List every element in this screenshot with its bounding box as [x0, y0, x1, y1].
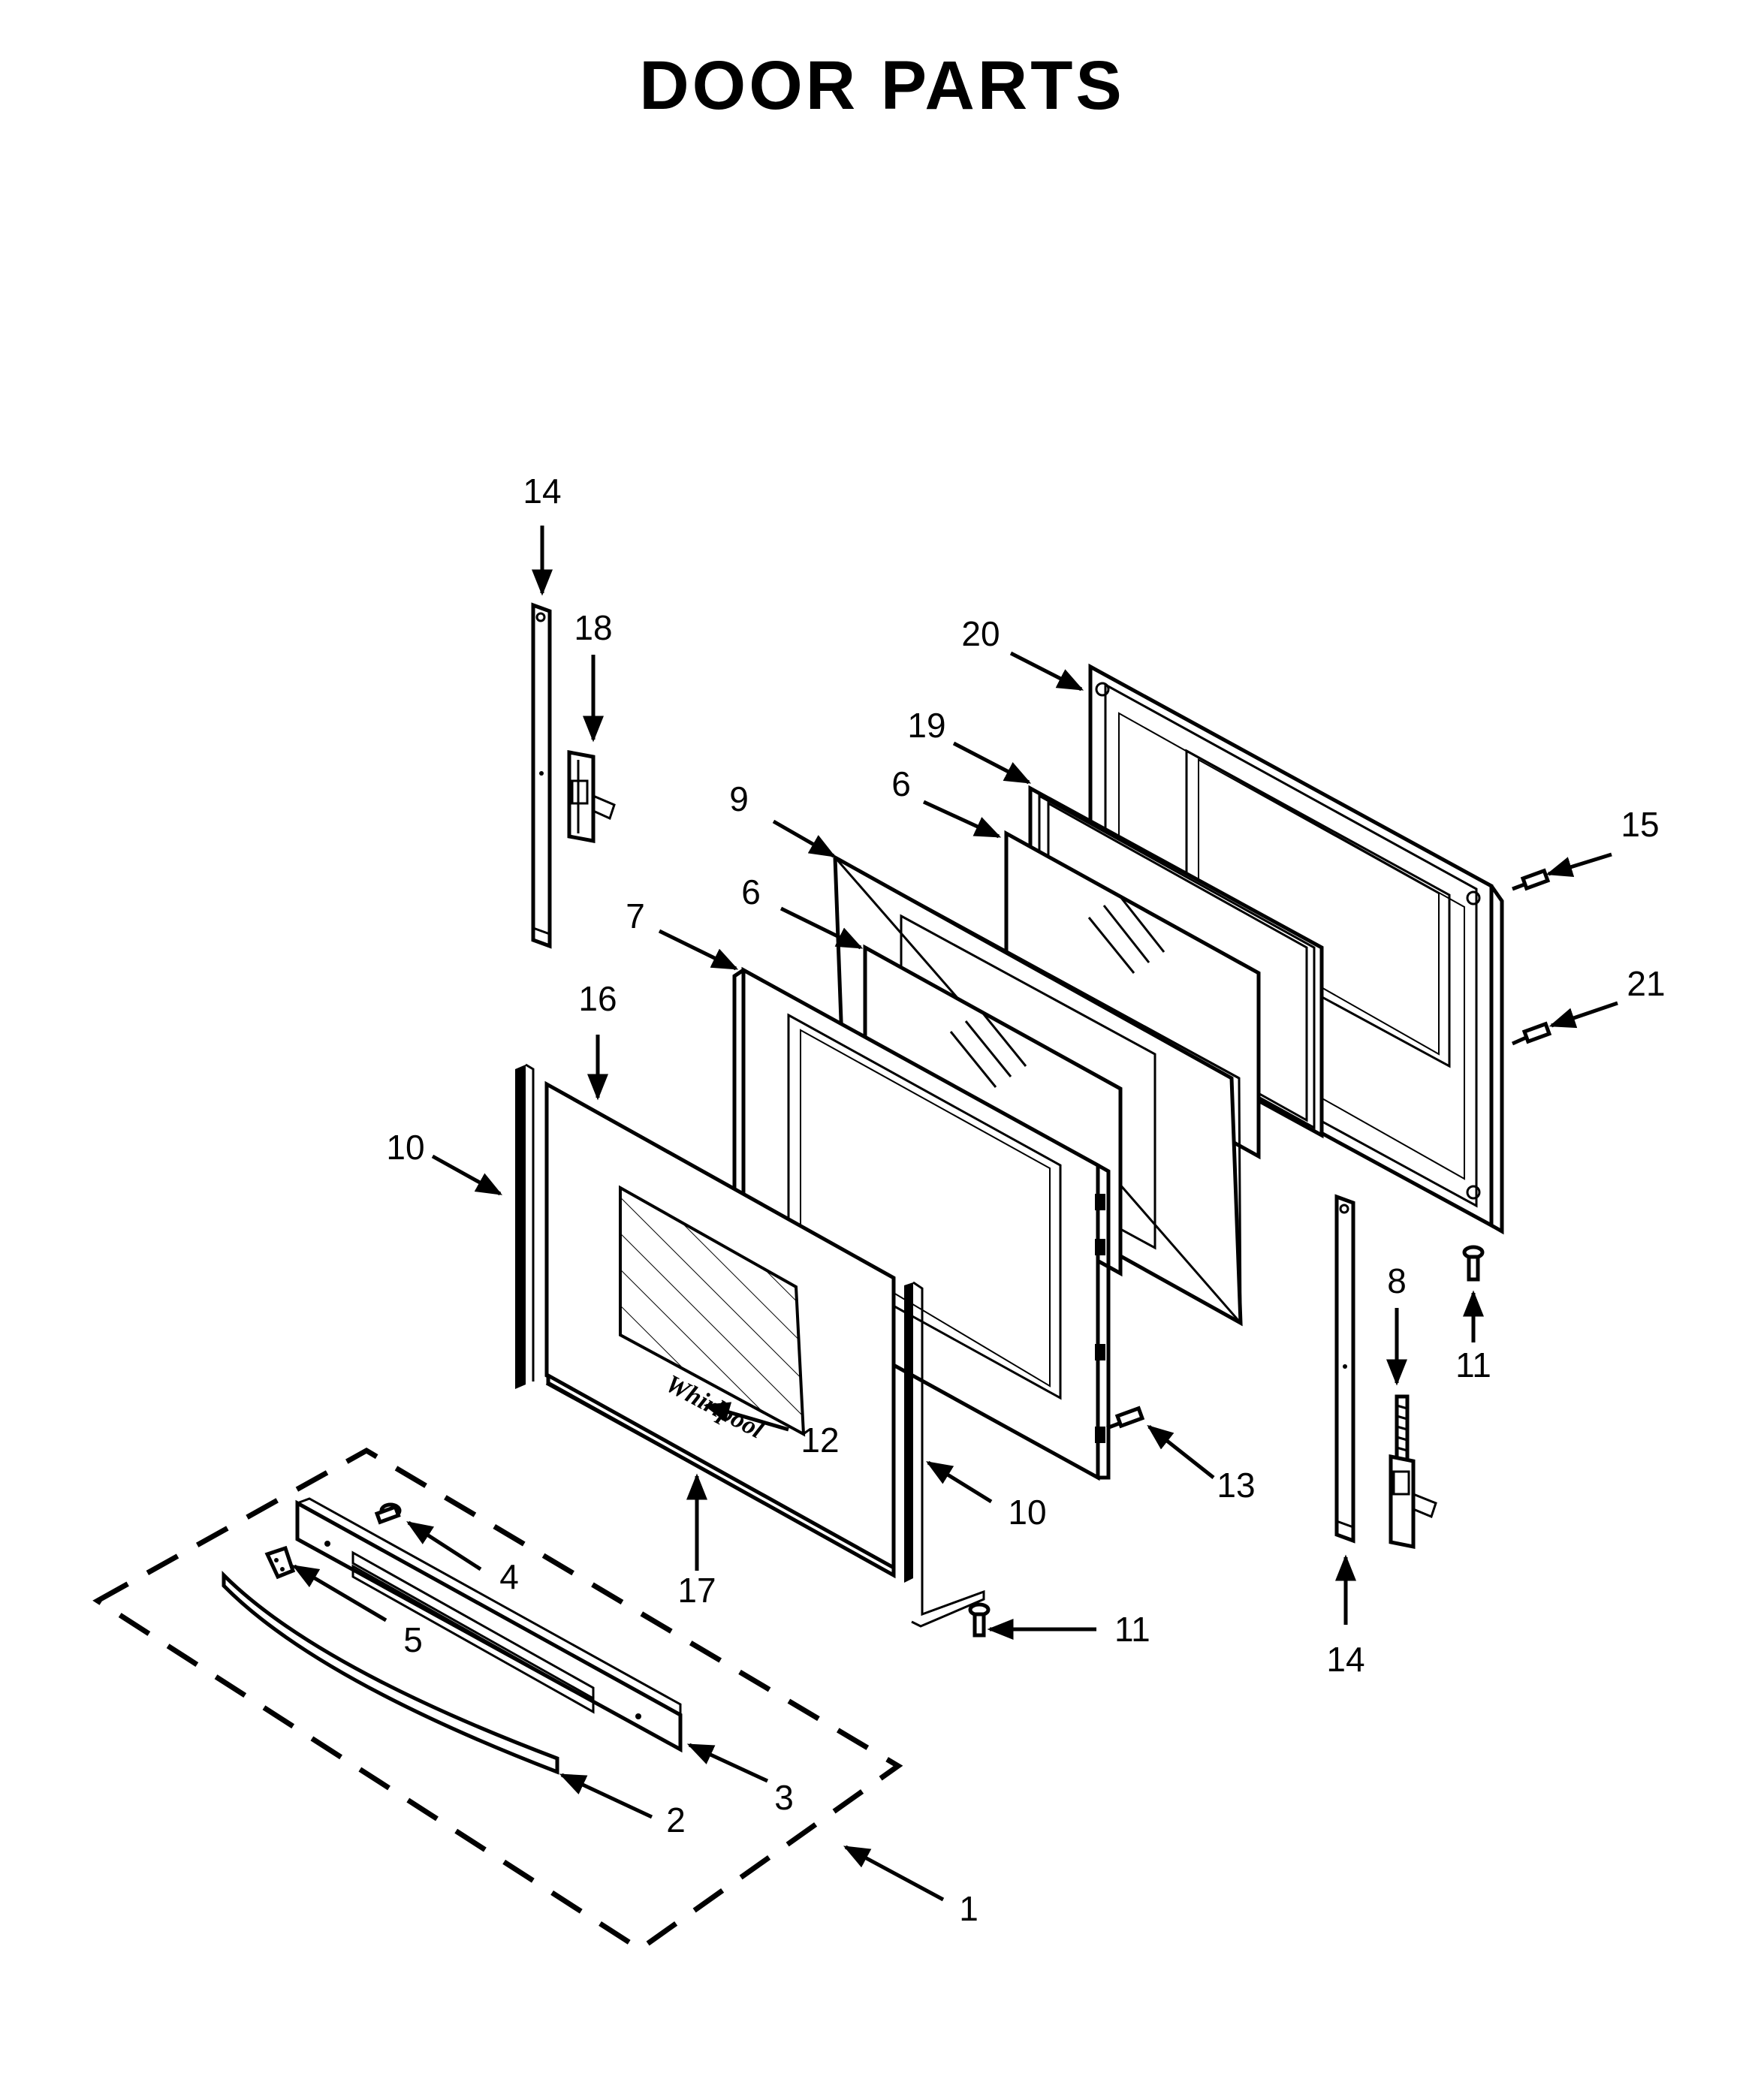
- callout-17: 17: [677, 1571, 716, 1610]
- callout-8: 8: [1387, 1261, 1407, 1300]
- callout-15: 15: [1621, 805, 1659, 844]
- callout-13: 13: [1217, 1466, 1255, 1505]
- right-door-trim: [904, 1281, 985, 1628]
- callout-10-left: 10: [386, 1128, 424, 1167]
- bottom-door-trim: [546, 1372, 896, 1579]
- page-title: DOOR PARTS: [639, 47, 1125, 124]
- callout-20: 20: [961, 614, 1000, 653]
- hinge-channel-right: [1334, 1194, 1355, 1544]
- callout-11-right: 11: [1455, 1345, 1491, 1385]
- screw-11-lower: [968, 1602, 991, 1638]
- callout-4: 4: [499, 1557, 519, 1596]
- door-hinge-right: [1389, 1394, 1437, 1550]
- callout-6-upper: 6: [891, 764, 911, 803]
- callout-6-lower: 6: [741, 872, 761, 911]
- callout-7: 7: [626, 896, 645, 936]
- leader-lines: [291, 526, 1618, 1902]
- door-handle-assembly: [92, 1447, 903, 1953]
- screw-15: [1512, 868, 1551, 891]
- callout-14-top: 14: [523, 472, 561, 511]
- callout-18: 18: [574, 608, 612, 647]
- callout-3: 3: [774, 1778, 794, 1817]
- outer-door-panel: Whirlpool: [544, 1080, 896, 1576]
- callout-11-lower: 11: [1114, 1610, 1150, 1649]
- screw-11-upper: [1462, 1245, 1485, 1282]
- callout-14-bottom: 14: [1326, 1640, 1364, 1679]
- callout-10-right: 10: [1008, 1493, 1046, 1532]
- hinge-channel-left: [531, 602, 552, 949]
- callout-21: 21: [1627, 964, 1665, 1003]
- callout-9: 9: [729, 779, 749, 818]
- door-hinge-left: [567, 749, 616, 844]
- callout-12: 12: [801, 1421, 839, 1460]
- callout-2: 2: [666, 1800, 686, 1839]
- left-door-trim: [515, 1063, 535, 1389]
- callout-16: 16: [578, 979, 617, 1018]
- callout-5: 5: [403, 1620, 423, 1659]
- callout-1: 1: [959, 1889, 978, 1928]
- screw-21: [1511, 1021, 1552, 1046]
- callout-19: 19: [907, 706, 945, 745]
- screw-13: [1106, 1406, 1145, 1430]
- callout-labels: 14 18 20 19 9 6 6 7 15 21 16 10 11 8 12 …: [386, 472, 1665, 1928]
